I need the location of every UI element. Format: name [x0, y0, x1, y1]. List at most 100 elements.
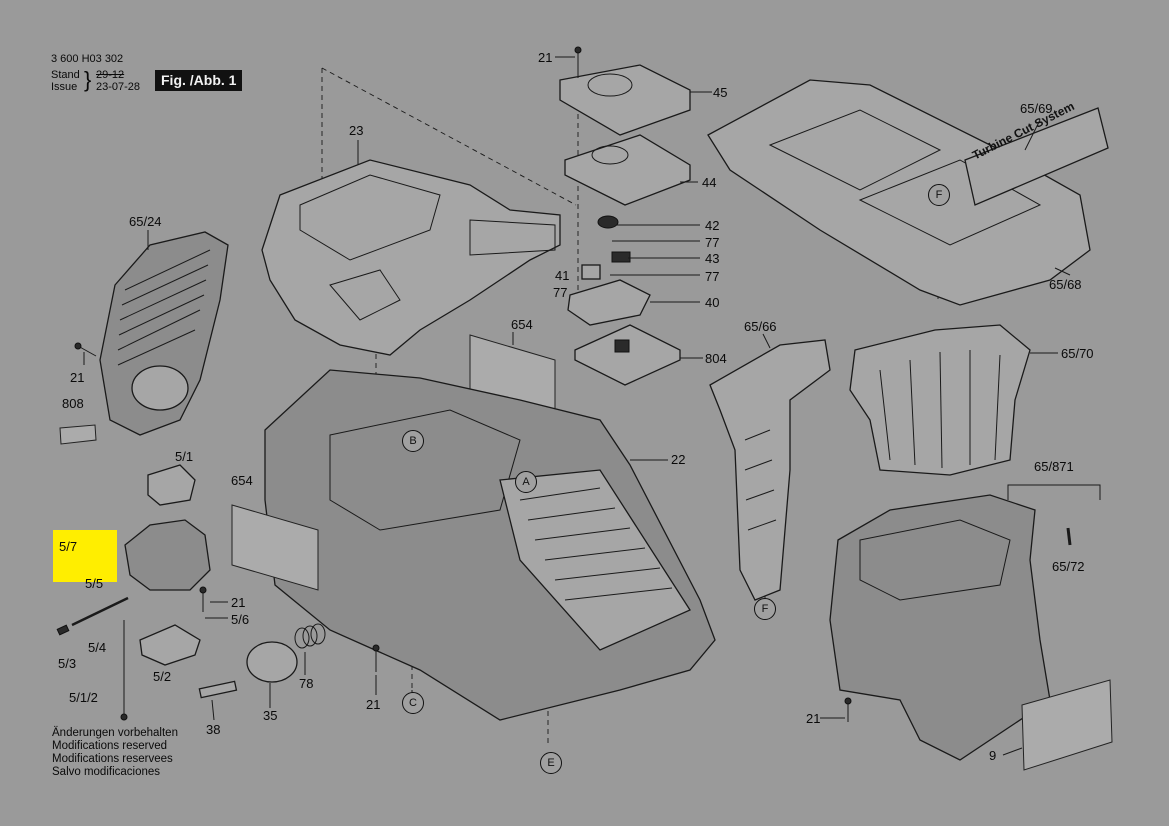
spring-78 [294, 623, 326, 649]
part-label-5-3: 5/3 [58, 656, 77, 671]
part-label-65-68: 65/68 [1049, 277, 1082, 292]
collector-65-871 [829, 494, 1051, 761]
brace: } [84, 67, 92, 92]
main-housing-ribs [499, 469, 691, 651]
grille-slats [117, 249, 211, 366]
stand-label: Stand [51, 69, 80, 81]
part-label-77: 77 [553, 285, 568, 300]
rod-end [120, 713, 128, 721]
callout-f: F [928, 184, 950, 206]
issue-label: Issue [51, 81, 78, 93]
note-en: Modifications reserved [52, 740, 168, 752]
screw-head [74, 342, 82, 350]
spring-5-3 [56, 624, 70, 636]
figure-label: Fig. /Abb. 1 [155, 70, 243, 91]
cap-43 [611, 251, 631, 263]
part-label-65-72: 65/72 [1052, 559, 1085, 574]
sticker-808 [59, 424, 97, 445]
handle-grip-lines [744, 429, 777, 531]
clip-5-2 [139, 624, 201, 666]
part-label-40: 40 [705, 295, 720, 310]
part-label-65-69: 65/69 [1020, 101, 1053, 116]
part-label-65-24: 65/24 [129, 214, 162, 229]
part-label-21: 21 [70, 370, 85, 385]
plate-44 [564, 134, 691, 206]
modification-notes: Änderungen vorbehalten Modifications res… [52, 727, 178, 779]
part-label-65-871: 65/871 [1034, 459, 1074, 474]
bolt-38 [198, 680, 238, 699]
pcb-component [614, 339, 630, 353]
callout-a: A [515, 471, 537, 493]
part-label-65-66: 65/66 [744, 319, 777, 334]
housing-upper [261, 159, 561, 356]
button-41 [581, 264, 601, 280]
callout-c: C [402, 692, 424, 714]
part-label-5-1: 5/1 [175, 449, 194, 464]
note-fr: Modifications reservees [52, 753, 173, 765]
top-cover-recess [858, 159, 1042, 246]
grille-port [131, 365, 189, 411]
pcb-804 [574, 324, 681, 386]
part-label-21: 21 [806, 711, 821, 726]
top-cover [707, 79, 1091, 306]
product-label-plate [964, 107, 1109, 206]
screw-head [844, 697, 852, 705]
plate-44-hole [591, 145, 629, 165]
part-label-65-70: 65/70 [1061, 346, 1094, 361]
callout-b: B [402, 430, 424, 452]
part-label-77: 77 [705, 269, 720, 284]
part-label-5-2: 5/2 [153, 669, 172, 684]
part-label-5-4: 5/4 [88, 640, 107, 655]
part-label-38: 38 [206, 722, 221, 737]
plate-45 [559, 64, 691, 136]
part-label-45: 45 [713, 85, 728, 100]
switch-40 [567, 279, 651, 326]
screw-head [372, 644, 380, 652]
rod-5-4 [71, 596, 129, 627]
part-label-21: 21 [366, 697, 381, 712]
part-label-44: 44 [702, 175, 717, 190]
doc-number: 3 600 H03 302 [51, 53, 124, 65]
part-label-5-5: 5/5 [85, 576, 104, 591]
pin-65-72 [1066, 527, 1072, 546]
basket-ribs [879, 350, 1001, 469]
main-housing-cavity [329, 409, 521, 531]
collector-opening [859, 519, 1011, 601]
highlight-box [53, 530, 117, 582]
part-label-654: 654 [231, 473, 253, 488]
callout-e: E [540, 752, 562, 774]
part-label-808: 808 [62, 396, 84, 411]
part-label-43: 43 [705, 251, 720, 266]
issue-value: 23-07-28 [96, 81, 141, 93]
leader-lines [83, 56, 1071, 756]
part-label-35: 35 [263, 708, 278, 723]
part-label-23: 23 [349, 123, 364, 138]
knob-42 [597, 215, 619, 229]
callout-f: F [754, 598, 776, 620]
part-label-9: 9 [989, 748, 997, 763]
part-label-654: 654 [511, 317, 533, 332]
screw-head [574, 46, 582, 54]
note-de: Änderungen vorbehalten [52, 727, 178, 739]
top-cover-recess [768, 109, 942, 191]
stand-value: 29-12 [96, 69, 125, 81]
group-bracket [1007, 484, 1101, 500]
bracket-5-5 [124, 519, 211, 591]
housing-upper-recess [299, 174, 441, 261]
axis-line [321, 67, 577, 206]
sticker-9 [1021, 679, 1113, 771]
part-label-5-6: 5/6 [231, 612, 250, 627]
part-label-804: 804 [705, 351, 727, 366]
plate-45-hole [587, 73, 633, 97]
part-label-41: 41 [555, 268, 570, 283]
part-label-42: 42 [705, 218, 720, 233]
basket-65-70 [849, 324, 1031, 476]
note-es: Salvo modificaciones [52, 766, 161, 778]
part-label-78: 78 [299, 676, 314, 691]
fan-35 [246, 641, 298, 683]
part-label-5-1-2: 5/1/2 [69, 690, 98, 705]
handle-65-66 [709, 339, 831, 601]
part-label-22: 22 [671, 452, 686, 467]
